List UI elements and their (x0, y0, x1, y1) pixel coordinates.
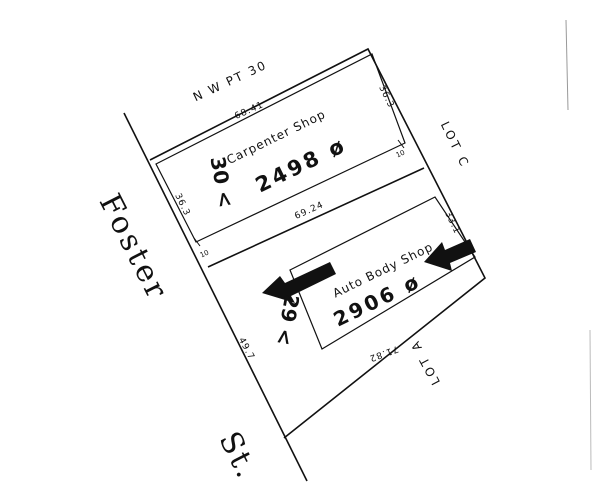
tick-mark (397, 139, 405, 149)
lot-number: 30 (205, 154, 234, 187)
carpenter-shop-outline (155, 53, 406, 243)
scan-edge-mark (589, 329, 592, 471)
scan-edge-mark (565, 19, 569, 111)
left-arrow (262, 262, 336, 303)
right-arrow (424, 239, 476, 271)
auto-body-shop-outline (289, 196, 476, 350)
lot-divider-line (207, 167, 425, 268)
lot-number: 29 (275, 292, 305, 325)
tick-mark (193, 237, 201, 247)
parcel-boundary (149, 47, 487, 439)
street-line (123, 112, 308, 482)
